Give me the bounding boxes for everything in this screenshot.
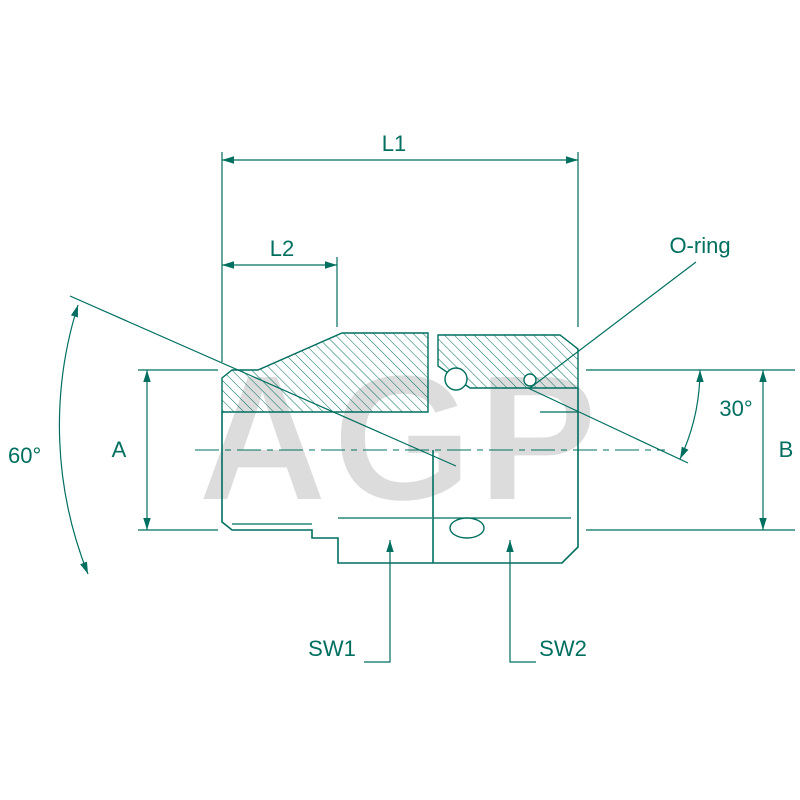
cone-60-line <box>69 295 457 467</box>
dimension-sw2: SW2 <box>506 540 587 663</box>
annotation-labels: O-ring 60° 30° <box>8 233 753 468</box>
seat-30-line <box>527 387 689 464</box>
label-sw1: SW1 <box>308 636 356 661</box>
seat-30-arc <box>679 369 704 460</box>
label-l1: L1 <box>382 131 406 156</box>
fitting-upper-section <box>221 332 579 450</box>
fitting-lower-view <box>221 450 579 564</box>
label-30-degrees: 30° <box>719 396 752 421</box>
label-sw2: SW2 <box>539 636 587 661</box>
retaining-ball <box>444 367 468 391</box>
dimension-l2: L2 <box>222 236 338 327</box>
label-a: A <box>112 437 127 462</box>
body-outline-lower <box>221 450 579 564</box>
construction-lines <box>58 261 704 575</box>
body-section-hatch <box>221 332 429 413</box>
o-ring-leader-line <box>529 261 697 389</box>
sw1-leader <box>364 540 394 663</box>
dimension-b: B <box>586 369 795 531</box>
cone-60-arc <box>58 304 89 575</box>
dimension-a: A <box>112 369 218 531</box>
o-ring-cross-section <box>523 373 537 387</box>
nut-marking-hole <box>449 517 485 539</box>
dimension-l1: L1 <box>221 131 579 362</box>
label-l2: L2 <box>270 236 294 261</box>
label-o-ring: O-ring <box>669 233 730 258</box>
label-60-degrees: 60° <box>8 443 41 468</box>
sw2-leader <box>506 540 536 663</box>
label-b: B <box>779 437 794 462</box>
dimension-sw1: SW1 <box>308 540 394 663</box>
